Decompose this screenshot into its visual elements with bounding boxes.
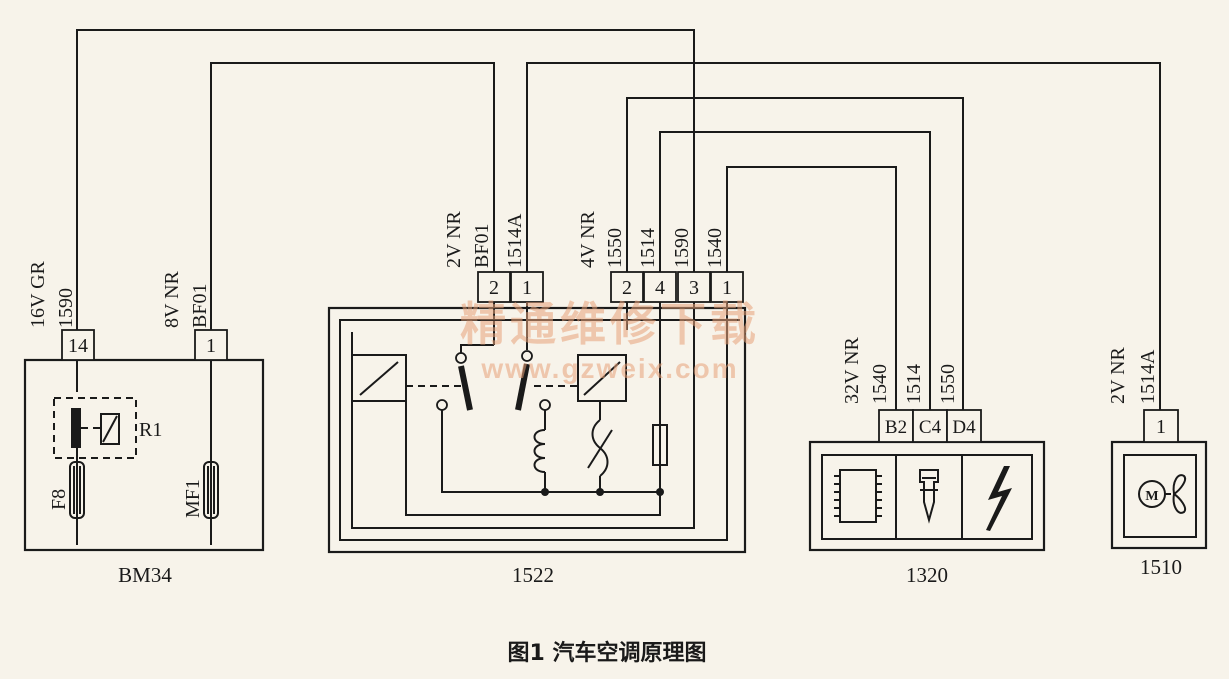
c1522-a-wire-2: 1514A: [504, 213, 526, 268]
watermark-url: www.gzweix.com: [480, 353, 738, 384]
fuse-f8-label: F8: [48, 489, 70, 510]
c1320-wire-2: 1514: [903, 364, 925, 404]
c1522-a-pin-1: [510, 271, 544, 303]
bm34-pin-14-label: 14: [68, 335, 88, 357]
injector-icon: [919, 469, 939, 524]
c1522-b-pin-4: [643, 271, 677, 303]
c1522-b-wire-4: 1540: [704, 228, 726, 268]
wire-1540: [726, 166, 897, 410]
c1522-a-pin-2: [477, 271, 511, 303]
c1510-wire: 1514A: [1137, 349, 1159, 404]
svg-text:M: M: [1145, 489, 1158, 504]
figure-caption: 图1 汽车空调原理图: [508, 640, 707, 666]
relay-r1: R1: [53, 397, 162, 459]
wire-bf01: [210, 62, 495, 330]
relay-r1-label: R1: [139, 419, 162, 441]
c1510-pin-1-label: 1: [1156, 416, 1166, 438]
wire-1514a: [526, 62, 1161, 410]
bm34-conn-wire: 1590: [55, 288, 77, 328]
watermark-text: 精通维修下载: [460, 297, 760, 351]
c1522-a-wire-1: BF01: [471, 224, 493, 268]
component-1522: 2 1 2V NR BF01 1514A 2 4 3 1 4V NR 1550 …: [327, 210, 747, 587]
c1522-resistor: [596, 340, 668, 496]
c1522-switch-2: [515, 302, 578, 411]
c1320-spec: 32V NR: [841, 336, 863, 404]
c1522-b-wire-3: 1590: [671, 228, 693, 268]
component-1320: B2 C4 D4 32V NR 1540 1514 1550 1320: [808, 336, 1046, 587]
c1320-wire-1: 1540: [869, 364, 891, 404]
bm34-pin-1-label: 1: [206, 335, 216, 357]
c1522-b-spec: 4V NR: [577, 210, 599, 268]
c1510-pin-1: [1143, 409, 1179, 443]
c1320-caption: 1320: [906, 563, 948, 587]
c1522-caption: 1522: [512, 563, 554, 587]
c1522-a-spec: 2V NR: [443, 210, 465, 268]
component-1510: 1 2V NR 1514A M 1510: [1107, 346, 1208, 579]
c1522-b-pin-1: [710, 271, 744, 303]
c1522-b-pin-1-label: 1: [722, 277, 732, 299]
bm34-caption: BM34: [118, 563, 172, 587]
wire-1550: [626, 97, 964, 410]
wire-1590: [76, 29, 695, 330]
bm34-pin-14: [61, 329, 95, 361]
ecu-chip-icon: [834, 469, 882, 523]
ignition-spark-icon: [986, 466, 1012, 531]
bm34-conn-spec: 16V GR: [27, 260, 49, 328]
c1522-b-pin-2-label: 2: [622, 277, 632, 299]
c1522-b-wire-2: 1514: [637, 228, 659, 268]
c1320-wire-3: 1550: [937, 364, 959, 404]
c1320-pin-b2-label: B2: [885, 417, 907, 438]
bm34-conn2-wire: BF01: [189, 284, 211, 328]
c1522-b-pin-3-label: 3: [689, 277, 699, 299]
c1320-pin-d4: [946, 409, 982, 443]
c1522-a-pin-1-label: 1: [522, 277, 532, 299]
bm34-conn2-spec: 8V NR: [161, 270, 183, 328]
c1320-pin-b2: [878, 409, 914, 443]
fan-motor-icon: M: [1138, 474, 1186, 514]
fuse-mf1: MF1: [182, 461, 219, 519]
c1320-pin-c4-label: C4: [919, 417, 942, 438]
c1320-pin-d4-label: D4: [952, 417, 976, 438]
fuse-mf1-label: MF1: [182, 479, 204, 518]
bm34-module: 14 1 16V GR 1590 8V NR BF01 R1 F8: [23, 260, 265, 587]
c1522-coil: [533, 410, 549, 496]
c1522-variable-resistor: [587, 401, 613, 492]
fuse-f8: F8: [48, 461, 85, 519]
wire-1514: [659, 131, 931, 410]
c1522-b-pin-4-label: 4: [655, 277, 665, 299]
c1522-b-wire-1: 1550: [604, 228, 626, 268]
c1510-spec: 2V NR: [1107, 346, 1129, 404]
c1510-caption: 1510: [1140, 555, 1182, 579]
c1522-a-pin-2-label: 2: [489, 277, 499, 299]
